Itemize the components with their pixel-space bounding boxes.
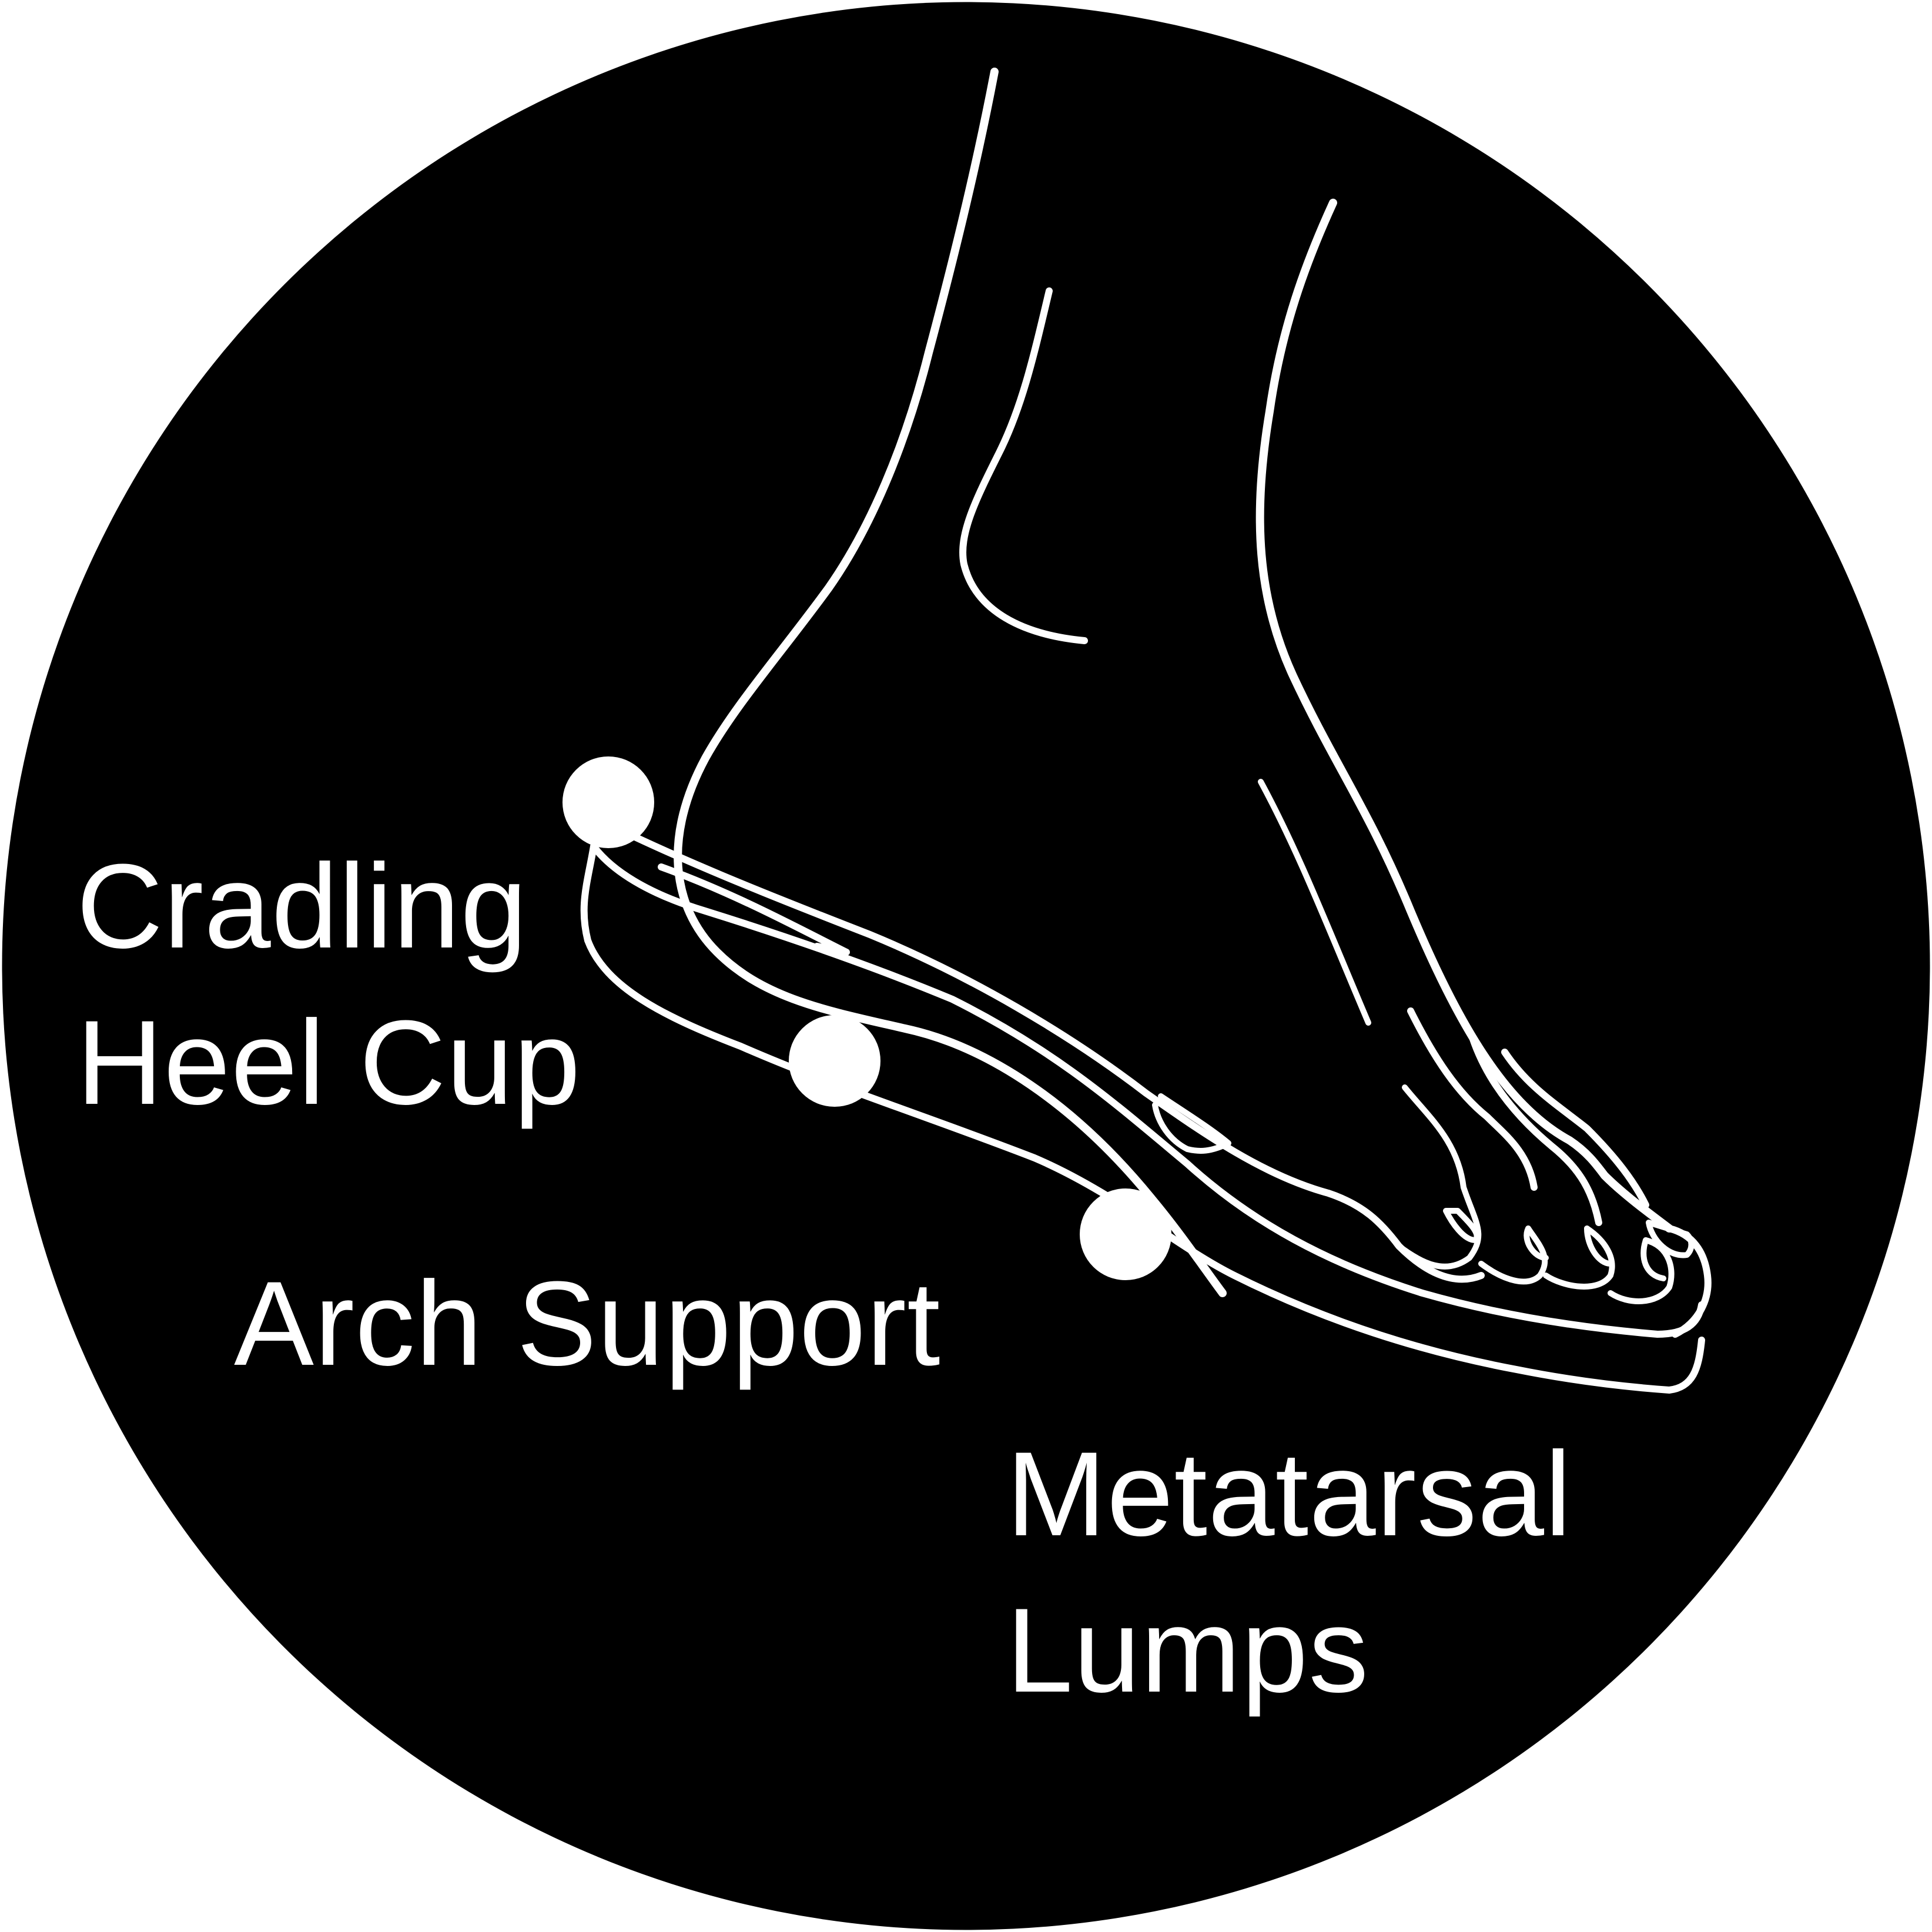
label-metatarsal-lumps: Metatarsal Lumps [1006,1434,1572,1710]
label-arch-line1: Arch Support [234,1257,941,1391]
label-meta-line1: Metatarsal [1006,1427,1572,1561]
callout-dots [562,756,1171,1280]
callout-dot-icon [1080,1188,1171,1280]
callout-dot-icon [789,1015,880,1107]
foot-outline-icon [590,68,1712,1338]
label-heel-line2: Heel Cup [76,996,581,1130]
label-heel-line1: Cradling [76,839,528,973]
callout-dot-icon [562,756,654,848]
label-meta-line2: Lumps [1006,1583,1370,1717]
label-arch-support: Arch Support [234,1264,941,1384]
label-cradling-heel-cup: Cradling Heel Cup [76,846,581,1123]
